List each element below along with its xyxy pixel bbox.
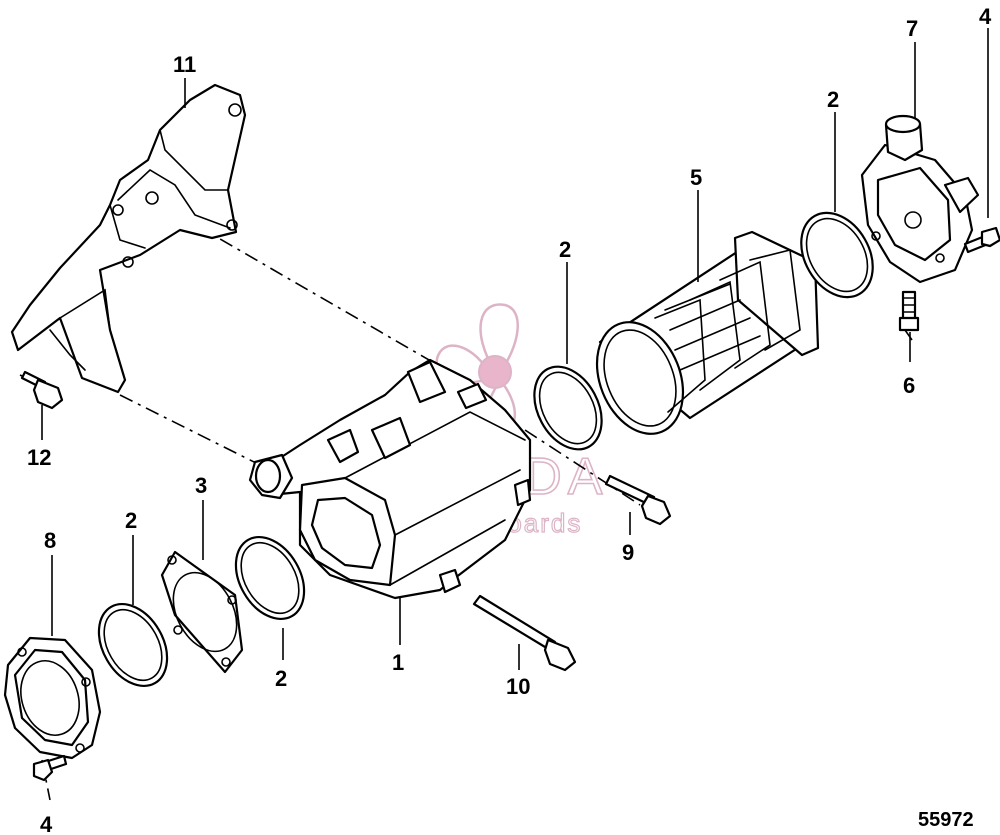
callout-labels: 11 12 2 5 2 7 4 6 9 8 2 3 2 1 10 4 xyxy=(27,4,992,835)
part-10-long-bolt xyxy=(472,594,577,672)
part-9-bolt xyxy=(604,474,672,526)
part-2-seal-lower-middle xyxy=(234,535,306,660)
part-2-seal-right xyxy=(800,211,874,299)
leader-lines xyxy=(41,78,836,670)
callout-6: 6 xyxy=(903,373,915,398)
part-2-seal-upper xyxy=(533,365,603,451)
part-12-bolt xyxy=(20,370,64,410)
part-7-end-cap xyxy=(860,42,980,284)
part-4-screw-upper xyxy=(963,28,1000,254)
part-5-tube-bundle xyxy=(595,230,820,435)
callout-10: 10 xyxy=(506,674,530,699)
callout-12: 12 xyxy=(27,445,51,470)
callout-2-right: 2 xyxy=(827,87,839,112)
callout-11: 11 xyxy=(173,52,196,77)
callout-1: 1 xyxy=(392,650,404,675)
part-3-gasket xyxy=(160,500,244,674)
part-11-mounting-bracket xyxy=(10,83,247,394)
callout-2-upper: 2 xyxy=(559,237,571,262)
callout-4-lower: 4 xyxy=(40,812,53,835)
callout-4-upper: 4 xyxy=(979,4,992,29)
part-2-seal-lower-left xyxy=(97,535,169,688)
part-4-screw-lower xyxy=(32,754,68,782)
callout-8: 8 xyxy=(44,528,56,553)
part-1-heat-exchanger-housing xyxy=(248,358,532,645)
part-8-end-cover xyxy=(3,555,102,760)
callout-3: 3 xyxy=(195,473,207,498)
callout-7: 7 xyxy=(906,16,918,41)
part-6-drain-plug xyxy=(898,290,920,362)
callout-2-lower-left: 2 xyxy=(125,508,137,533)
callout-9: 9 xyxy=(622,540,634,565)
callout-5: 5 xyxy=(690,165,702,190)
callout-2-lower-middle: 2 xyxy=(275,666,287,691)
diagram-reference-number: 55972 xyxy=(918,809,974,831)
